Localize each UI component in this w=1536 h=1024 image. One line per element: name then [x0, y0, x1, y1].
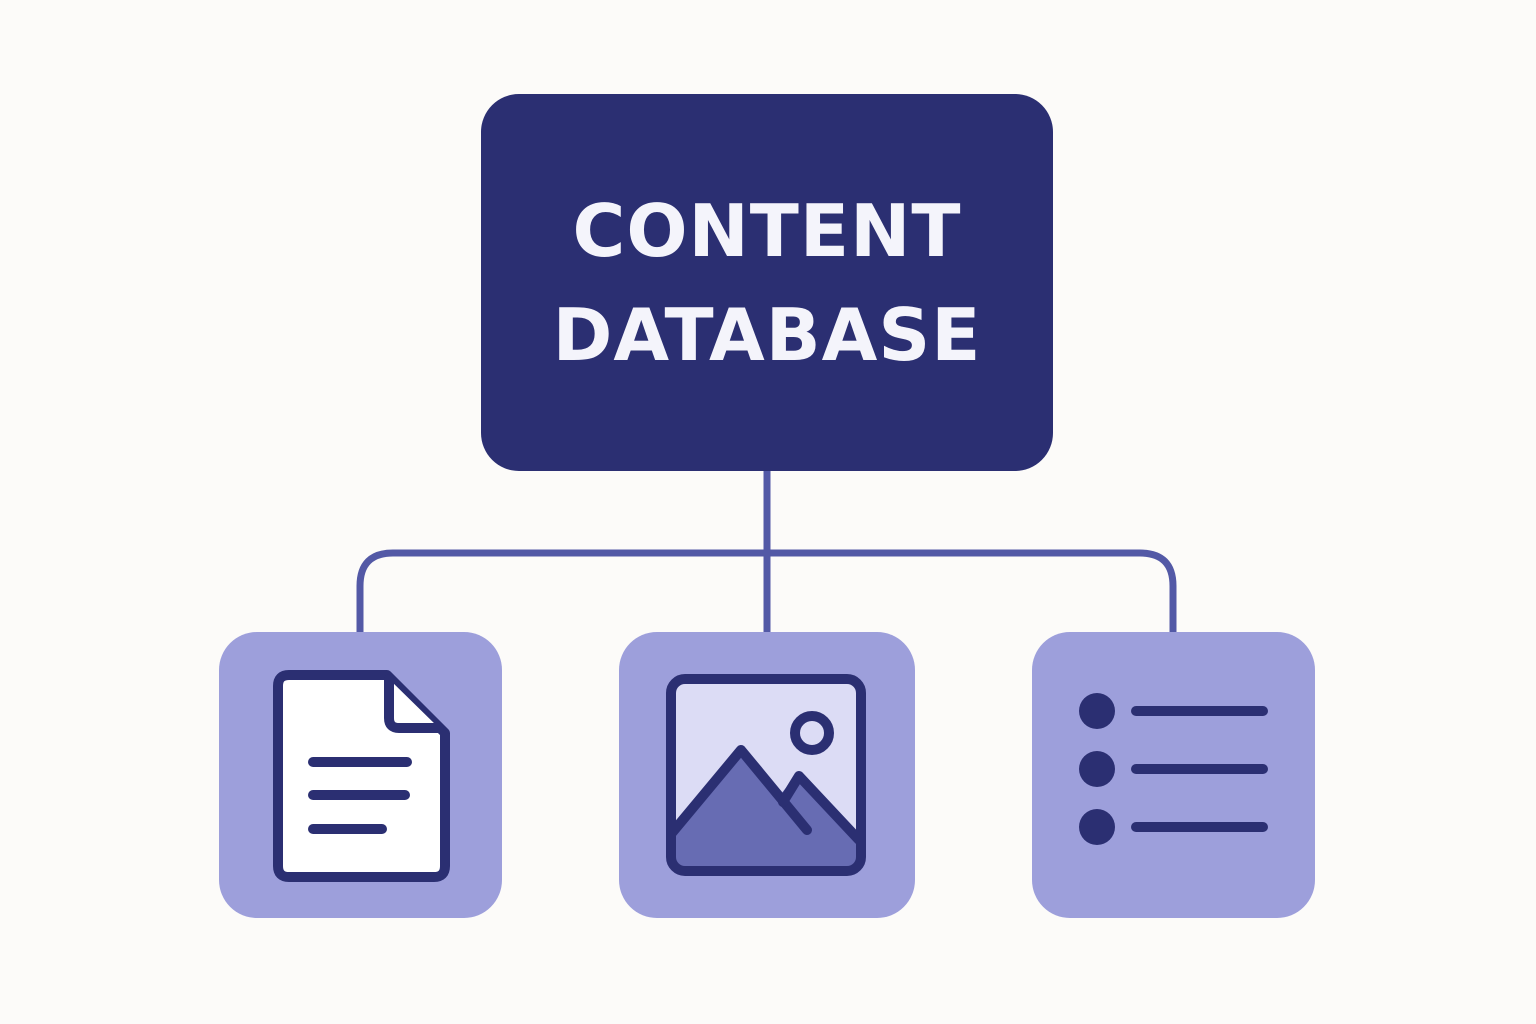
- content-database-node: CONTENT DATABASE: [481, 94, 1053, 471]
- image-node: [619, 632, 915, 918]
- document-node: [219, 632, 502, 918]
- image-icon: [666, 674, 866, 876]
- document-icon: [273, 670, 450, 882]
- content-database-label-line-1: CONTENT: [572, 188, 962, 273]
- connector-branch-bar: [356, 549, 1177, 636]
- list-icon: [1079, 693, 1268, 845]
- list-node: [1032, 632, 1315, 918]
- content-database-label-line-2: DATABASE: [552, 292, 982, 377]
